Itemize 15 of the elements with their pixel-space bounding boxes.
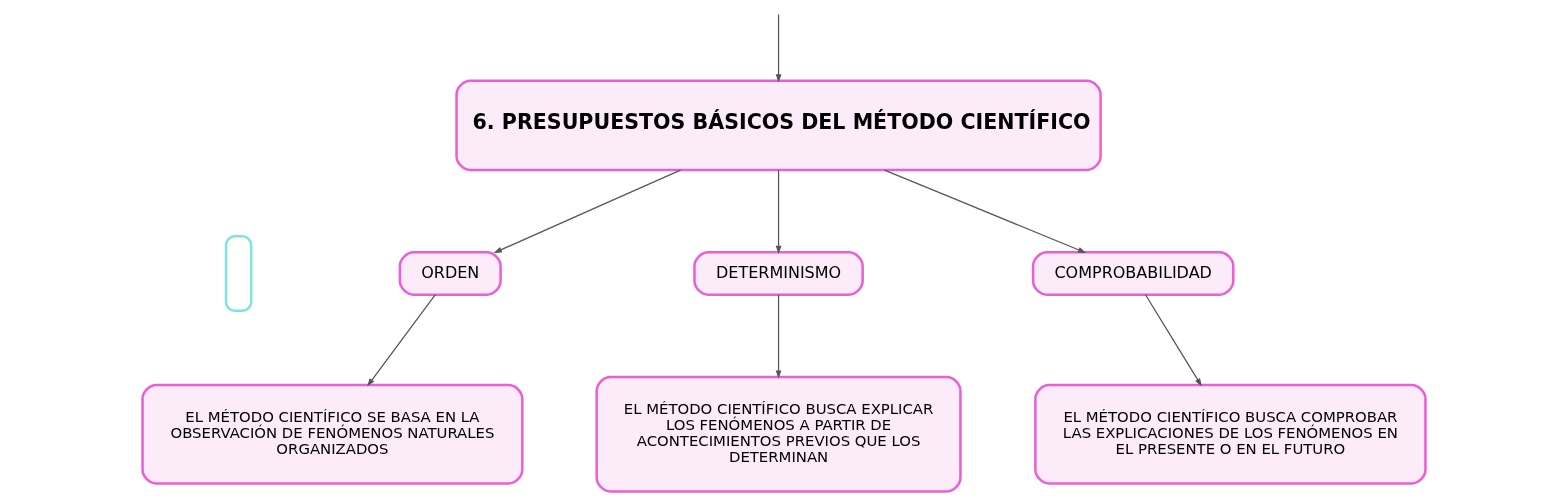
arrow — [493, 168, 681, 253]
arrow — [775, 293, 781, 379]
node-box: DETERMINISMO — [692, 250, 864, 296]
node-box: 6. PRESUPUESTOS BÁSICOS DEL MÉTODO CIENTÍFICO — [454, 79, 1102, 171]
node-box: COMPROBABILIDAD — [1031, 250, 1235, 296]
node-box — [224, 234, 252, 312]
arrow — [1144, 293, 1202, 387]
arrow — [775, 169, 781, 254]
node-box: ORDEN — [398, 250, 502, 296]
arrow — [775, 13, 781, 83]
node-box: EL MÉTODO CIENTÍFICO SE BASA EN LA OBSERVACIÓN DE FENÓMENOS NATURALES ORGANIZADOS — [140, 383, 524, 485]
arrow — [883, 168, 1086, 253]
arrow — [366, 293, 436, 386]
node-box: EL MÉTODO CIENTÍFICO BUSCA EXPLICAR LOS FENÓMENOS A PARTIR DE ACONTECIMIENTOS PREVIOS QUE LOS DETERMINAN — [594, 375, 962, 493]
node-box: EL MÉTODO CIENTÍFICO BUSCA COMPROBAR LAS EXPLICACIONES DE LOS FENÓMENOS EN EL PRESENTE O EN EL FUTURO — [1033, 383, 1427, 485]
